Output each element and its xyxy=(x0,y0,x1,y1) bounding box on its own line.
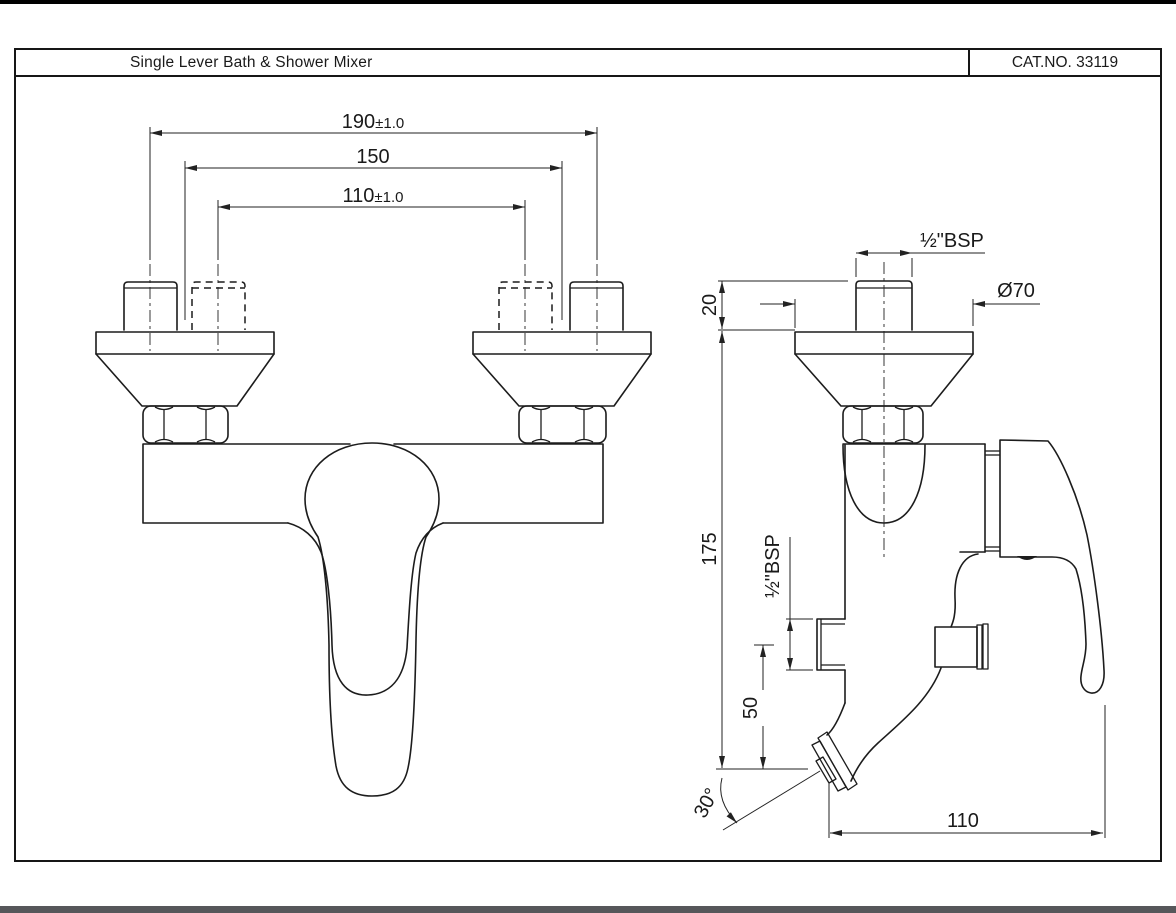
drawing-sheet-frame: Single Lever Bath & Shower Mixer CAT.NO.… xyxy=(14,48,1162,862)
dim-50-label: 50 xyxy=(740,697,762,719)
product-title: Single Lever Bath & Shower Mixer xyxy=(130,53,373,71)
dim-110-label: 110±1.0 xyxy=(343,185,404,207)
front-body-bar xyxy=(142,443,604,524)
front-lever-handle xyxy=(287,442,444,797)
handle-set-screw xyxy=(1017,556,1037,560)
dim-150-label: 150 xyxy=(356,146,389,168)
side-body xyxy=(842,443,1000,704)
catalog-number: CAT.NO. 33119 xyxy=(968,50,1160,75)
front-view: 190±1.0 150 110±1.0 xyxy=(95,111,652,797)
front-centerlines xyxy=(149,264,598,351)
side-dimensions: ½"BSP Ø70 20 175 ½"BSP 50 xyxy=(690,230,1106,838)
front-left-inlet xyxy=(95,281,275,444)
side-lever-handle xyxy=(999,439,1105,694)
dim-bsp-top-label: ½"BSP xyxy=(920,230,984,252)
dim-110-reach-label: 110 xyxy=(947,810,979,832)
front-dimensions: 190±1.0 150 110±1.0 xyxy=(149,111,598,320)
dim-bsp-side-label: ½"BSP xyxy=(762,534,784,598)
side-spout xyxy=(811,553,979,792)
dim-dia70-label: Ø70 xyxy=(997,280,1035,302)
dim-20-label: 20 xyxy=(699,294,721,316)
dim-190-label: 190±1.0 xyxy=(342,111,404,133)
bottom-gray-bar xyxy=(0,906,1176,913)
dim-175-label: 175 xyxy=(699,532,721,565)
front-right-inlet xyxy=(472,281,652,444)
top-black-bar xyxy=(0,0,1176,4)
side-view: ½"BSP Ø70 20 175 ½"BSP 50 xyxy=(690,230,1106,838)
dim-30deg-label: 30° xyxy=(690,785,724,822)
side-shower-outlet-boss xyxy=(816,618,846,671)
side-diverter-knob xyxy=(934,623,989,670)
title-block: Single Lever Bath & Shower Mixer CAT.NO.… xyxy=(16,50,1160,77)
